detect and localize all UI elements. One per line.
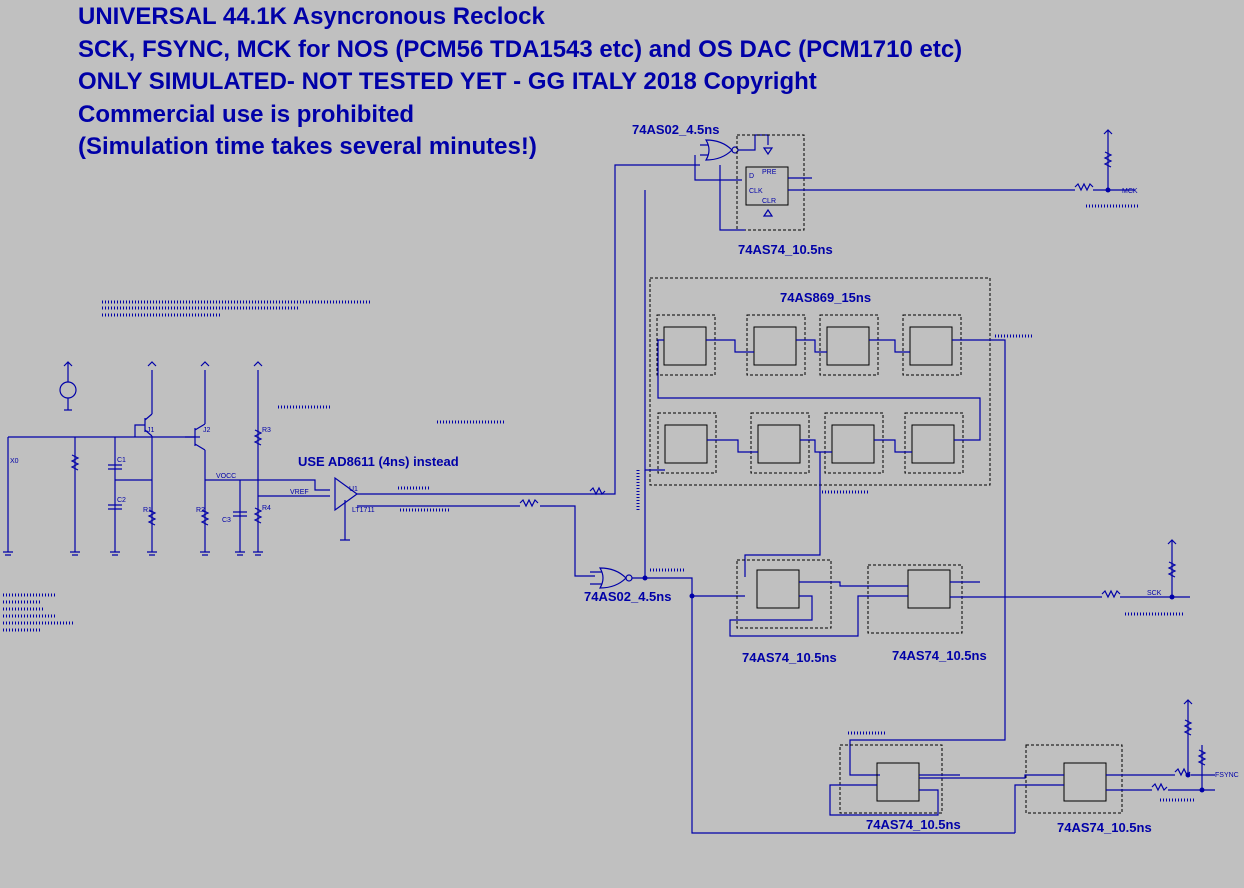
vref-label: VREF	[290, 489, 309, 496]
ff-fs2-label: 74AS74_10.5ns	[1057, 820, 1152, 835]
r2-label: R2	[196, 507, 205, 514]
title-line-3: ONLY SIMULATED- NOT TESTED YET - GG ITAL…	[78, 68, 817, 95]
c2-label: C2	[117, 497, 126, 504]
c3-label: C3	[222, 517, 231, 524]
lt1711-label: LT1711	[352, 507, 375, 514]
svg-text:PRE: PRE	[762, 169, 777, 176]
title-line-5: (Simulation time takes several minutes!)	[78, 133, 537, 160]
ff-sck2-label: 74AS74_10.5ns	[892, 648, 987, 663]
r1-label: R1	[143, 507, 152, 514]
svg-text:CLK: CLK	[749, 188, 763, 195]
title-line-4: Commercial use is prohibited	[78, 101, 415, 128]
fsync-net-label: FSYNC	[1215, 772, 1239, 779]
counter-block: 74AS869_15ns	[636, 190, 1034, 776]
title-line-2: SCK, FSYNC, MCK for NOS (PCM56 TDA1543 e…	[78, 36, 963, 63]
oscillator-section: X0 C1 C2 J1 R1	[3, 300, 505, 632]
counter-label: 74AS869_15ns	[780, 290, 871, 305]
ff-sck1-label: 74AS74_10.5ns	[742, 650, 837, 665]
svg-text:D: D	[749, 173, 754, 180]
title-line-1: UNIVERSAL 44.1K Asyncronous Reclock	[78, 3, 545, 30]
r3-label: R3	[262, 427, 271, 434]
use-ad8611-note: USE AD8611 (4ns) instead	[298, 454, 459, 469]
r4-label: R4	[262, 505, 271, 512]
svg-text:CLR: CLR	[762, 198, 776, 205]
sck-net-label: SCK	[1147, 590, 1162, 597]
j1-label: J1	[147, 427, 155, 434]
nor-bottom-label: 74AS02_4.5ns	[584, 589, 671, 604]
vocc-label: VOCC	[216, 473, 236, 480]
ff-fs1-label: 74AS74_10.5ns	[866, 817, 961, 832]
nor-bottom: 74AS02_4.5ns	[584, 470, 1015, 834]
c1-label: C1	[117, 457, 126, 464]
comparator-u1: U1 LT1711 USE AD8611 (4ns) instead	[298, 164, 700, 577]
mck-net-label: MCK	[1122, 188, 1138, 195]
mck-stage: 74AS02_4.5ns PRE D CLK CLR 74AS74_10.5ns	[632, 122, 1138, 257]
sck-stage: SCK 74AS74_10.5ns 74AS74_10.5ns	[729, 539, 1190, 665]
fsync-stage: FSYNC 74AS74_10.5ns 74AS74_10.5ns	[829, 699, 1239, 835]
u1-label: U1	[349, 486, 358, 493]
x0-label: X0	[10, 458, 19, 465]
nor-top-label: 74AS02_4.5ns	[632, 122, 719, 137]
ff-mck-label: 74AS74_10.5ns	[738, 242, 833, 257]
j2-label: J2	[203, 427, 211, 434]
